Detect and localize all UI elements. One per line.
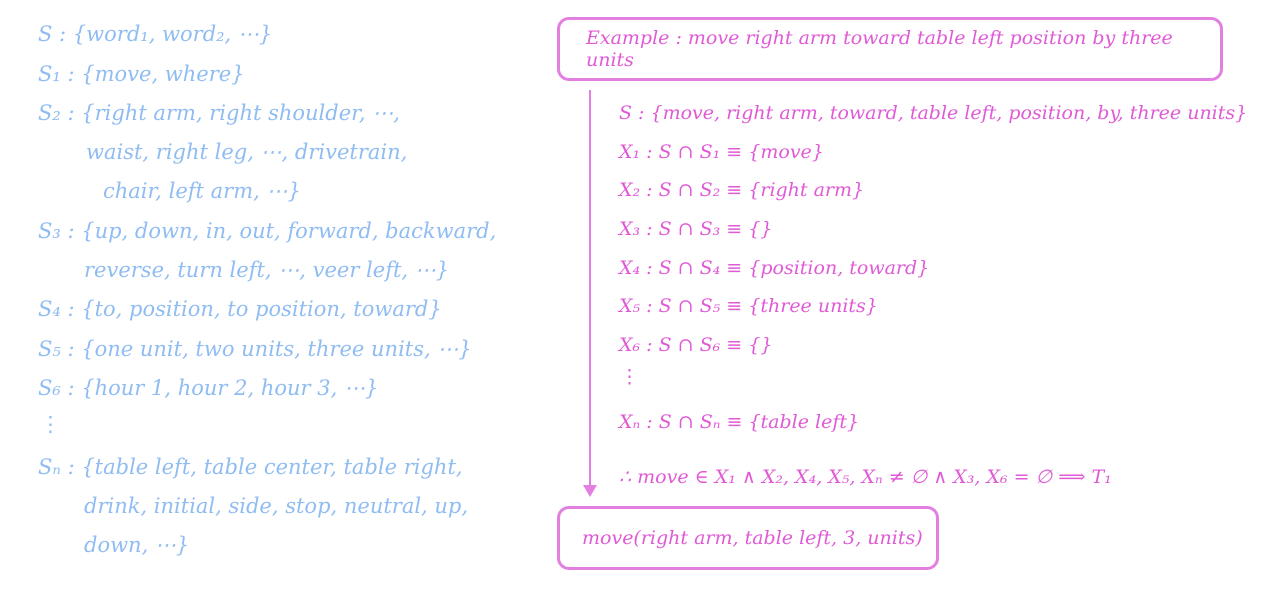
step-x3: X₃ : S ∩ S₃ ≡ {}	[619, 218, 773, 240]
set-s3-cont: reverse, turn left, ⋯, veer left, ⋯}	[84, 258, 450, 282]
flow-arrow-head	[583, 485, 597, 497]
step-word-set: S : {move, right arm, toward, table left…	[619, 102, 1248, 124]
example-text: Example : move right arm toward table le…	[586, 27, 1173, 71]
step-x4: X₄ : S ∩ S₄ ≡ {position, toward}	[619, 257, 930, 279]
step-x6: X₆ : S ∩ S₆ ≡ {}	[619, 334, 773, 356]
example-box: Example : move right arm toward table le…	[557, 17, 1223, 81]
step-ellipsis: ⋮	[620, 366, 639, 388]
set-s: S : {word₁, word₂, ⋯}	[38, 22, 273, 46]
set-sn-cont-1: drink, initial, side, stop, neutral, up,	[84, 494, 469, 518]
set-s1: S₁ : {move, where}	[38, 62, 245, 86]
set-s6: S₆ : {hour 1, hour 2, hour 3, ⋯}	[38, 376, 379, 400]
set-s2-cont-2: chair, left arm, ⋯}	[103, 179, 301, 203]
step-xn: Xₙ : S ∩ Sₙ ≡ {table left}	[619, 411, 860, 433]
set-ellipsis: ⋮	[40, 412, 61, 436]
step-x5: X₅ : S ∩ S₅ ≡ {three units}	[619, 295, 878, 317]
set-sn-cont-2: down, ⋯}	[84, 533, 190, 557]
step-x1: X₁ : S ∩ S₁ ≡ {move}	[619, 141, 824, 163]
step-conclusion: ∴ move ∈ X₁ ∧ X₂, X₄, X₅, Xₙ ≠ ∅ ∧ X₃, X…	[619, 466, 1112, 488]
step-x2: X₂ : S ∩ S₂ ≡ {right arm}	[619, 179, 865, 201]
set-s4: S₄ : {to, position, to position, toward}	[38, 297, 442, 321]
set-s2: S₂ : {right arm, right shoulder, ⋯,	[38, 101, 400, 125]
result-text: move(right arm, table left, 3, units)	[582, 527, 923, 549]
flow-arrow-line	[589, 90, 591, 488]
set-s5: S₅ : {one unit, two units, three units, …	[38, 337, 472, 361]
set-s3: S₃ : {up, down, in, out, forward, backwa…	[38, 219, 497, 243]
result-box: move(right arm, table left, 3, units)	[557, 506, 939, 570]
set-s2-cont-1: waist, right leg, ⋯, drivetrain,	[86, 140, 408, 164]
set-sn: Sₙ : {table left, table center, table ri…	[38, 455, 463, 479]
